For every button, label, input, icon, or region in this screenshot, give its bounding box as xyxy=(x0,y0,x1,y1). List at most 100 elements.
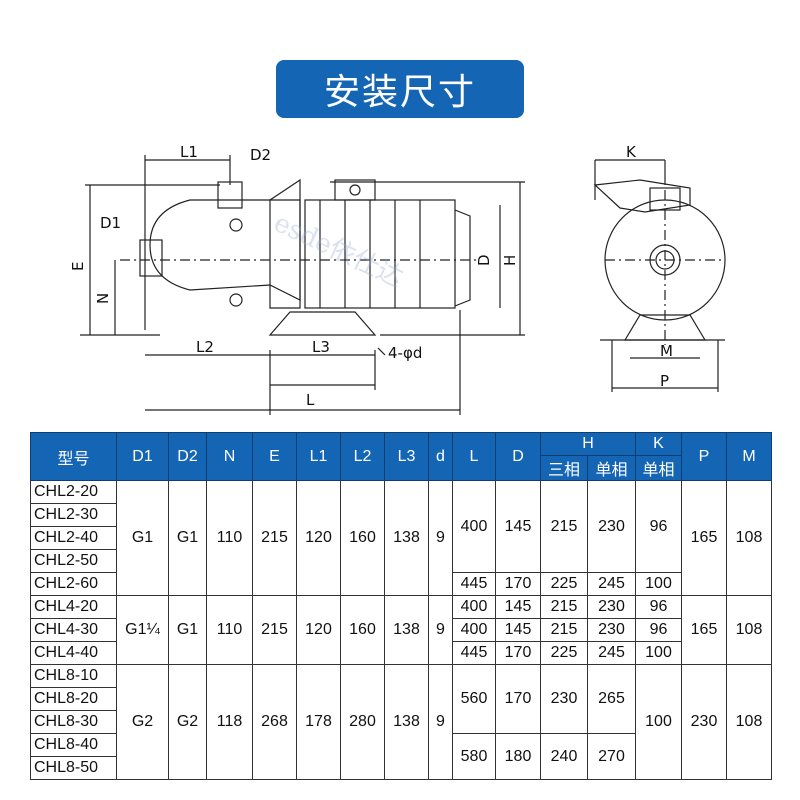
cell-D1: G1¼ xyxy=(116,595,169,665)
pump-base xyxy=(268,311,377,336)
cell-H-single: 245 xyxy=(587,641,636,665)
cell-L2: 160 xyxy=(340,480,385,596)
cell-d: 9 xyxy=(428,480,453,596)
header-K-single-phase: 单相 xyxy=(635,455,682,481)
cell-d: 9 xyxy=(428,664,453,780)
cell-N: 110 xyxy=(206,480,253,596)
header-L: L xyxy=(452,432,496,481)
cell-D: 170 xyxy=(495,641,541,665)
cell-H-single: 230 xyxy=(587,618,636,642)
model-cell: CHL2-20 xyxy=(30,480,117,504)
cell-D: 180 xyxy=(495,733,541,780)
header-H-three-phase: 三相 xyxy=(540,455,588,481)
header-M: M xyxy=(726,432,772,481)
cell-K: 100 xyxy=(635,664,682,780)
cell-D1: G1 xyxy=(116,480,169,596)
model-cell: CHL8-40 xyxy=(30,733,117,757)
dim-label-L1: L1 xyxy=(180,143,198,161)
cell-D: 170 xyxy=(495,664,541,734)
cell-H-three: 215 xyxy=(540,618,588,642)
cell-d: 9 xyxy=(428,595,453,665)
cell-N: 110 xyxy=(206,595,253,665)
model-cell: CHL8-50 xyxy=(30,756,117,780)
model-cell: CHL2-50 xyxy=(30,549,117,573)
cell-D1: G2 xyxy=(116,664,169,780)
cell-E: 268 xyxy=(252,664,297,780)
header-D1: D1 xyxy=(116,432,169,481)
header-model: 型号 xyxy=(30,432,117,481)
model-cell: CHL8-20 xyxy=(30,687,117,711)
dim-label-H: H xyxy=(501,255,519,266)
cell-M: 108 xyxy=(726,595,772,665)
cell-P: 165 xyxy=(681,595,727,665)
cell-L: 560 xyxy=(452,664,496,734)
dim-label-P: P xyxy=(660,372,669,390)
cell-H-single: 245 xyxy=(587,572,636,596)
cell-L3: 138 xyxy=(384,595,429,665)
model-cell: CHL2-40 xyxy=(30,526,117,550)
header-D2: D2 xyxy=(168,432,207,481)
cell-M: 108 xyxy=(726,664,772,780)
cell-H-single: 270 xyxy=(587,733,636,780)
cell-L3: 138 xyxy=(384,480,429,596)
cell-K: 96 xyxy=(635,595,682,619)
header-L3: L3 xyxy=(384,432,429,481)
cell-D: 145 xyxy=(495,618,541,642)
cell-H-three: 225 xyxy=(540,572,588,596)
model-cell: CHL4-20 xyxy=(30,595,117,619)
cell-D: 170 xyxy=(495,572,541,596)
cell-D2: G2 xyxy=(168,664,207,780)
dim-label-hole: 4-φd xyxy=(388,344,422,362)
cell-H-single: 230 xyxy=(587,480,636,573)
cell-L1: 120 xyxy=(296,595,341,665)
header-D: D xyxy=(495,432,541,481)
cell-D2: G1 xyxy=(168,595,207,665)
cell-P: 165 xyxy=(681,480,727,596)
dim-label-L: L xyxy=(306,391,315,409)
cell-L: 580 xyxy=(452,733,496,780)
cell-L: 400 xyxy=(452,618,496,642)
cell-K: 96 xyxy=(635,618,682,642)
dim-label-N: N xyxy=(94,293,112,304)
header-H-single-phase: 单相 xyxy=(587,455,636,481)
inlet-port xyxy=(139,239,163,277)
terminal-box xyxy=(334,179,376,201)
header-K: K xyxy=(635,432,682,456)
cell-L3: 138 xyxy=(384,664,429,780)
page-title: 安装尺寸 xyxy=(276,60,524,118)
model-cell: CHL4-30 xyxy=(30,618,117,642)
header-E: E xyxy=(252,432,297,481)
dimension-drawing: L1 D2 D1 E N L2 L3 4-φd L D H K M P xyxy=(69,143,726,415)
cell-E: 215 xyxy=(252,480,297,596)
dim-label-D: D xyxy=(475,254,493,266)
dim-label-L3: L3 xyxy=(312,338,330,356)
cell-D: 145 xyxy=(495,480,541,573)
cell-L: 400 xyxy=(452,480,496,573)
motor-body xyxy=(304,199,456,309)
model-cell: CHL4-40 xyxy=(30,641,117,665)
cell-H-three: 215 xyxy=(540,595,588,619)
cell-L1: 120 xyxy=(296,480,341,596)
dim-label-L2: L2 xyxy=(196,338,214,356)
dim-label-E: E xyxy=(69,262,87,271)
cell-M: 108 xyxy=(726,480,772,596)
header-L2: L2 xyxy=(340,432,385,481)
header-N: N xyxy=(206,432,253,481)
cell-K: 100 xyxy=(635,641,682,665)
cell-L2: 160 xyxy=(340,595,385,665)
cell-H-three: 225 xyxy=(540,641,588,665)
cell-D: 145 xyxy=(495,595,541,619)
cell-N: 118 xyxy=(206,664,253,780)
cell-H-three: 230 xyxy=(540,664,588,734)
dim-label-D1: D1 xyxy=(100,214,121,232)
cell-L: 445 xyxy=(452,641,496,665)
cell-H-three: 215 xyxy=(540,480,588,573)
outlet-port xyxy=(217,181,243,209)
dim-label-M: M xyxy=(660,342,673,360)
header-d: d xyxy=(428,432,453,481)
header-P: P xyxy=(681,432,727,481)
cell-K: 96 xyxy=(635,480,682,573)
cell-H-single: 230 xyxy=(587,595,636,619)
cell-L2: 280 xyxy=(340,664,385,780)
cell-P: 230 xyxy=(681,664,727,780)
